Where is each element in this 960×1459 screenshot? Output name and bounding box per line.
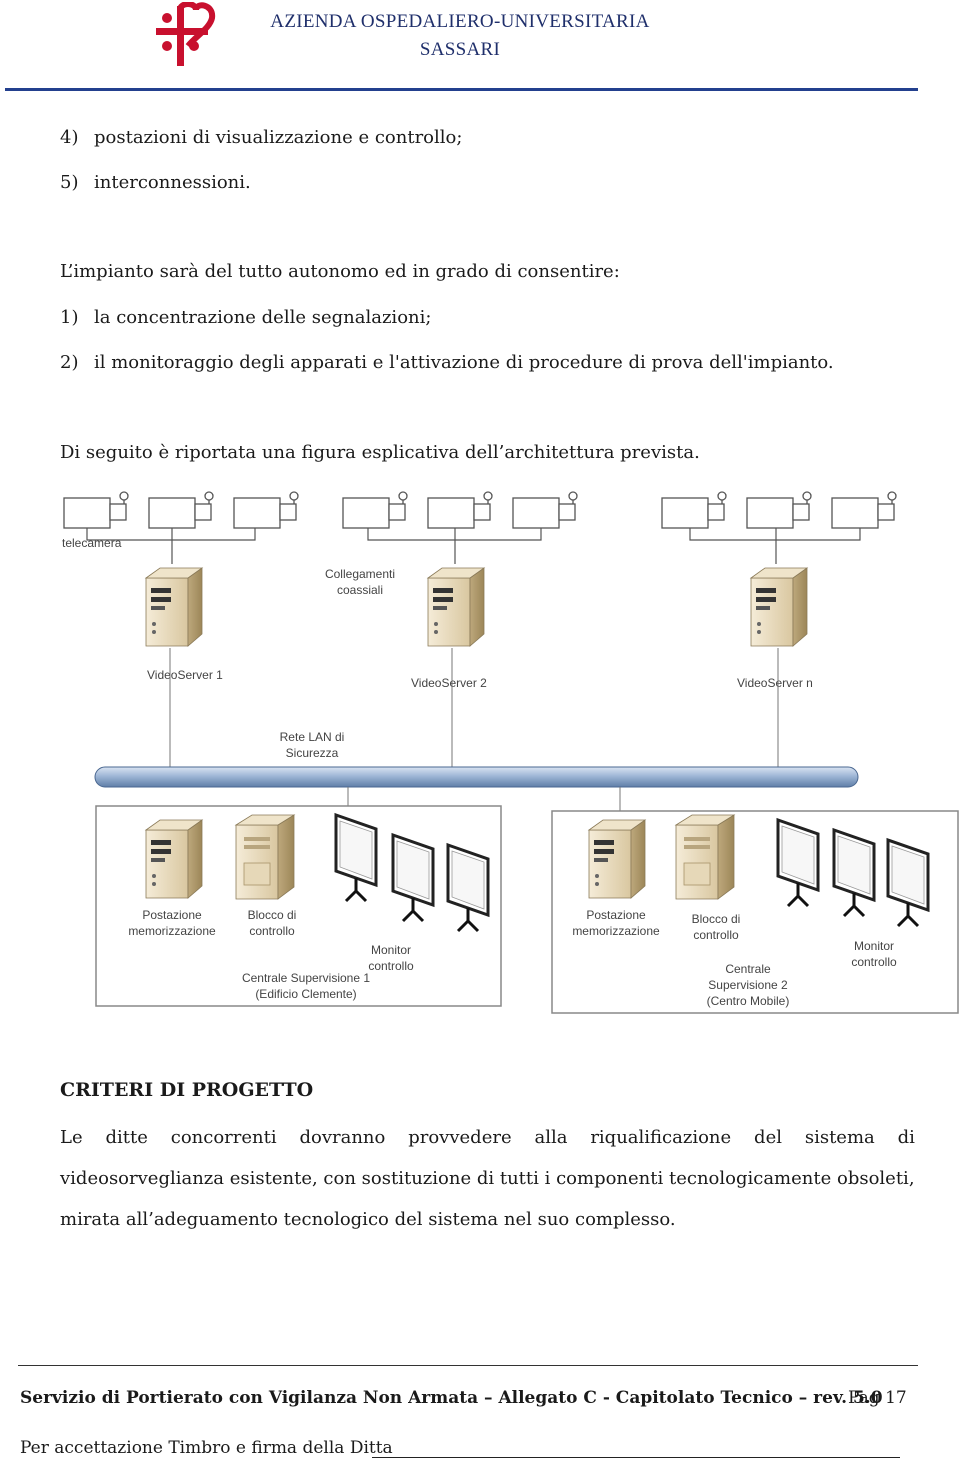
section-paragraph: Le ditte concorrenti dovranno provvedere alla… — [60, 1117, 915, 1240]
paragraph-word: provvedere — [408, 1127, 512, 1148]
camera-group-2 — [342, 491, 578, 564]
paragraph-word: di — [897, 1127, 915, 1148]
storage-label-line1: Postazione — [586, 908, 646, 922]
centre-label-line2: (Edificio Clemente) — [255, 987, 356, 1001]
organization-name-line2: SASSARI — [419, 39, 501, 60]
list-text: la concentrazione delle segnalazioni; — [94, 307, 432, 328]
footer-divider — [18, 1365, 918, 1366]
paragraph-word: concorrenti — [170, 1127, 277, 1148]
lan-bus — [94, 766, 859, 788]
architecture-diagram: telecamera Collegamenti coassiali VideoS… — [62, 491, 959, 1014]
paragraph-word: ditte — [105, 1127, 148, 1148]
camera-icon — [746, 491, 812, 529]
paragraph-word: Le — [60, 1127, 83, 1148]
signature-label: Per accettazione Timbro e firma della Di… — [20, 1438, 393, 1458]
camera-group-n — [661, 491, 897, 564]
storage-label-line2: memorizzazione — [572, 924, 660, 938]
monitor-label-line2: controllo — [368, 959, 414, 973]
intro-sentence: L’impianto sarà del tutto autonomo ed in… — [60, 261, 620, 282]
camera-icon — [63, 491, 129, 529]
paragraph-line-1: Le ditte concorrenti dovranno provvedere alla… — [60, 1117, 915, 1158]
paragraph-word: alla — [534, 1127, 568, 1148]
list-number: 1) — [60, 307, 79, 328]
paragraph-line-3: mirata all’adeguamento tecnologico del s… — [60, 1209, 676, 1230]
control-label-line1: Blocco di — [692, 912, 741, 926]
hospital-logo — [156, 2, 216, 66]
camera-icon — [342, 491, 408, 529]
lan-label-line1: Rete LAN di — [280, 730, 345, 744]
monitor-label-line1: Monitor — [854, 939, 894, 953]
storage-label-line2: memorizzazione — [128, 924, 216, 938]
page-number: Pag 17 — [848, 1388, 907, 1408]
list-text: postazioni di visualizzazione e controll… — [94, 127, 463, 148]
videoserver-2-label: VideoServer 2 — [411, 676, 487, 690]
videoserver-n-icon — [750, 567, 808, 647]
list-item: 1) la concentrazione delle segnalazioni; — [60, 306, 431, 330]
videoserver-n-label: VideoServer n — [737, 676, 813, 690]
control-label-line2: controllo — [249, 924, 295, 938]
camera-icon — [233, 491, 299, 529]
coax-label-line2: coassiali — [337, 583, 383, 597]
storage-server-icon — [588, 819, 646, 899]
paragraph-word: sistema — [804, 1127, 875, 1148]
list-text: il monitoraggio degli apparati e l'attiv… — [94, 352, 834, 373]
centre-label-line1: Centrale — [725, 962, 771, 976]
organization-name-line1: AZIENDA OSPEDALIERO-UNIVERSITARIA — [270, 11, 650, 32]
camera-icon — [831, 491, 897, 529]
videoserver-2-icon — [427, 567, 485, 647]
control-unit-icon — [675, 814, 735, 900]
header-divider — [5, 88, 918, 91]
camera-icon — [148, 491, 214, 529]
paragraph-word: del — [754, 1127, 782, 1148]
centre-label-line3: (Centro Mobile) — [707, 994, 790, 1008]
paragraph-word: riqualificazione — [590, 1127, 732, 1148]
centre-label-line1: Centrale Supervisione 1 — [242, 971, 370, 985]
footer-document-title: Servizio di Portierato con Vigilanza Non… — [20, 1388, 883, 1408]
supervision-centre-2: Postazione memorizzazione Blocco di cont… — [551, 810, 959, 1014]
control-unit-icon — [235, 814, 295, 900]
control-label-line2: controllo — [693, 928, 739, 942]
camera-group-1 — [63, 491, 299, 564]
control-label-line1: Blocco di — [248, 908, 297, 922]
coax-label-line1: Collegamenti — [325, 567, 395, 581]
storage-server-icon — [145, 819, 203, 899]
camera-icon — [661, 491, 727, 529]
storage-label-line1: Postazione — [142, 908, 202, 922]
lan-label-line2: Sicurezza — [286, 746, 339, 760]
camera-icon — [427, 491, 493, 529]
list-item: 2) il monitoraggio degli apparati e l'att… — [60, 351, 834, 375]
list-number: 5) — [60, 172, 79, 193]
list-text: interconnessioni. — [94, 172, 251, 193]
figure-intro: Di seguito è riportata una figura esplic… — [60, 442, 700, 463]
monitor-label-line2: controllo — [851, 955, 897, 969]
videoserver-1-icon — [145, 567, 203, 647]
list-number: 4) — [60, 127, 79, 148]
list-item: 5) interconnessioni. — [60, 171, 251, 195]
videoserver-1-label: VideoServer 1 — [147, 668, 223, 682]
centre-label-line2: Supervisione 2 — [708, 978, 788, 992]
monitor-label-line1: Monitor — [371, 943, 411, 957]
list-item: 4) postazioni di visualizzazione e contro… — [60, 126, 462, 150]
signature-line — [372, 1457, 900, 1458]
organization-name: AZIENDA OSPEDALIERO-UNIVERSITARIA SASSAR… — [230, 8, 690, 64]
section-heading: CRITERI DI PROGETTO — [60, 1079, 314, 1101]
paragraph-line-2: videosorveglianza esistente, con sostitu… — [60, 1168, 915, 1189]
list-number: 2) — [60, 352, 79, 373]
camera-icon — [512, 491, 578, 529]
supervision-centre-1: Postazione memorizzazione Blocco di cont… — [95, 805, 502, 1007]
camera-label: telecamera — [62, 536, 122, 550]
paragraph-word: dovranno — [299, 1127, 386, 1148]
